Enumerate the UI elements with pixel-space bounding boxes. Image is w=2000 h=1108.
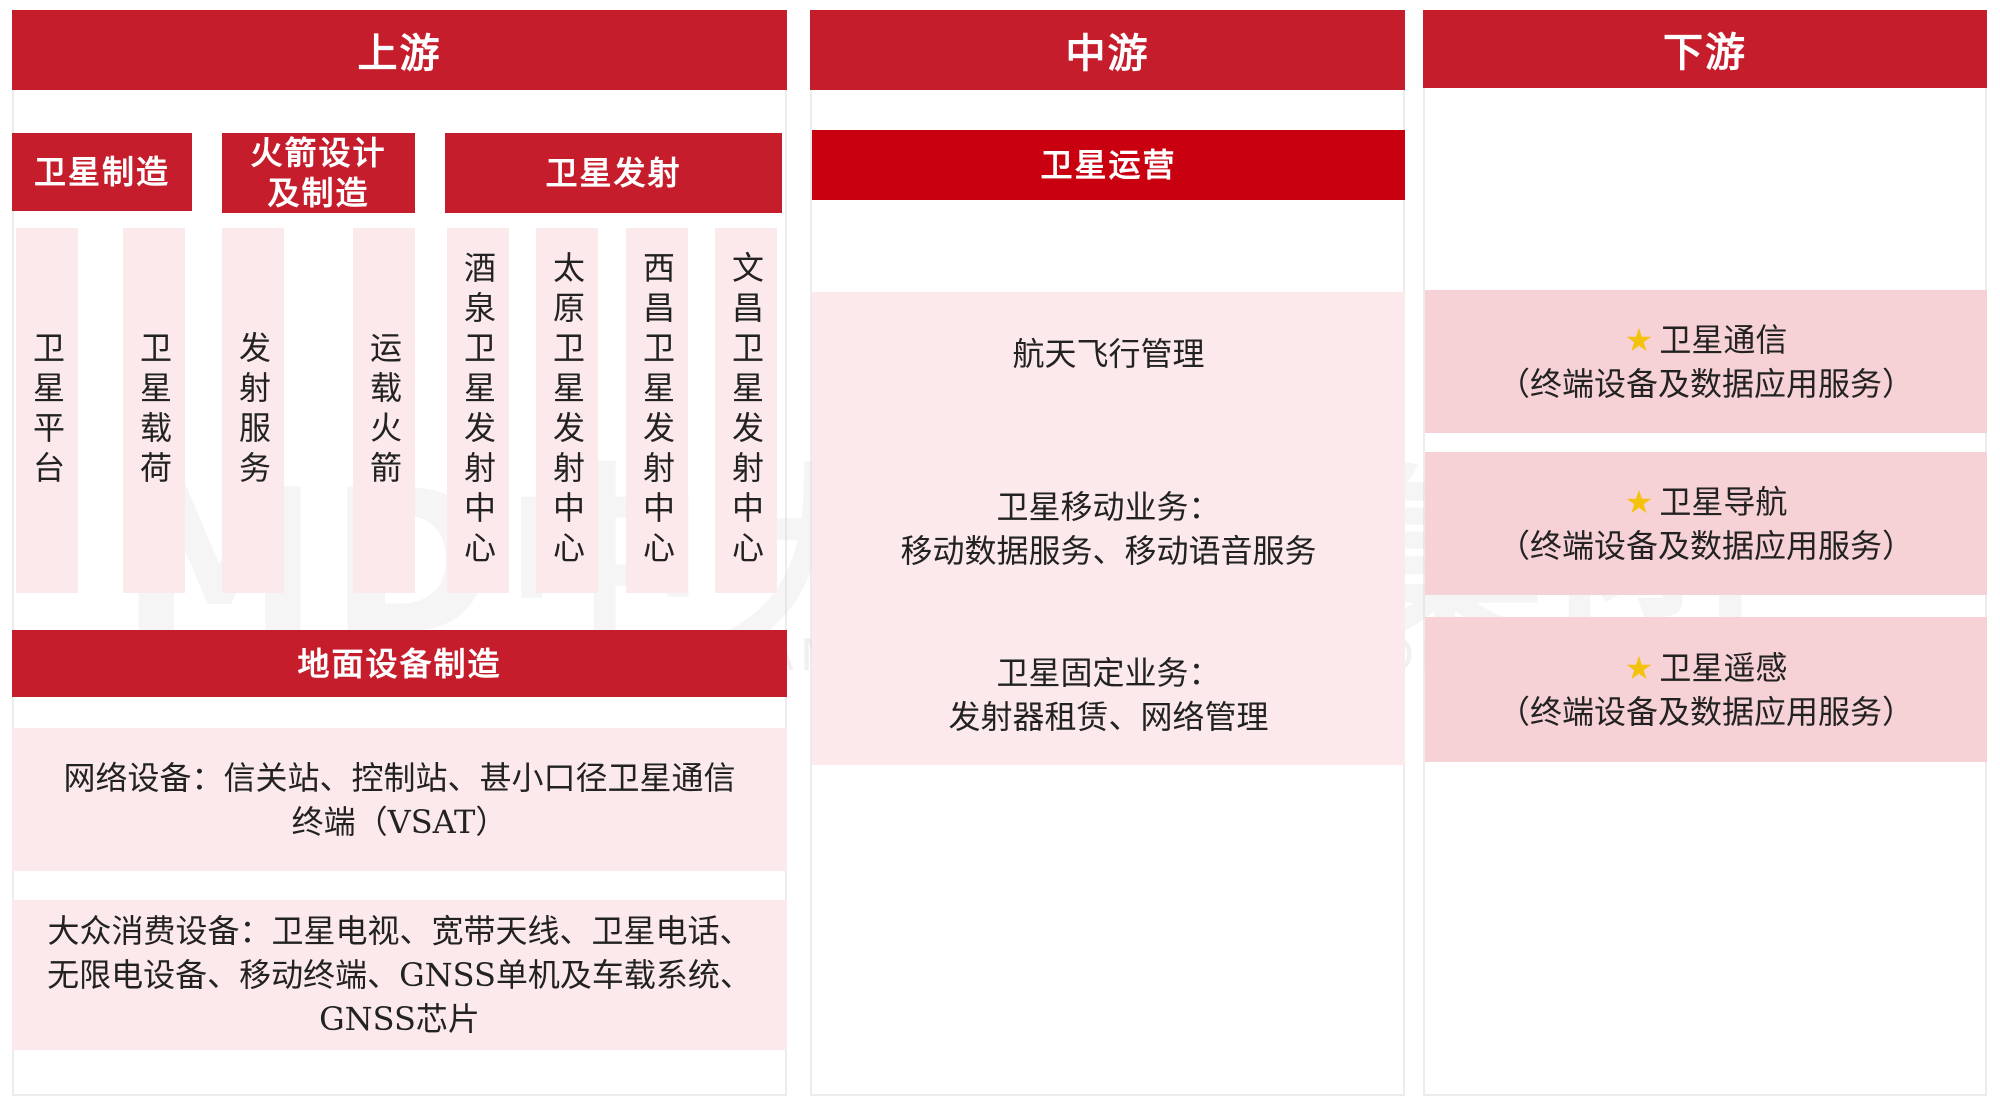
- spaceflight-management: 航天飞行管理: [812, 332, 1405, 376]
- satellite-navigation-box: ★卫星导航 （终端设备及数据应用服务）: [1425, 452, 1987, 595]
- mobile-service-line1: 卫星移动业务：: [996, 488, 1221, 526]
- item-taiyuan-launch-center: 太原卫星发射中心: [536, 228, 598, 593]
- fixed-service-line2: 发射器租赁、网络管理: [948, 698, 1269, 736]
- satellite-communication-title-row: ★卫星通信: [1625, 318, 1788, 362]
- rocket-design-header: 火箭设计 及制造: [222, 133, 415, 213]
- item-launch-service: 发射服务: [222, 228, 284, 593]
- item-launch-vehicle: 运载火箭: [353, 228, 415, 593]
- mobile-service-line2: 移动数据服务、移动语音服务: [900, 532, 1317, 570]
- consumer-equipment-text: 大众消费设备：卫星电视、宽带天线、卫星电话、无限电设备、移动终端、GNSS单机及…: [47, 912, 752, 1038]
- satellite-manufacturing-header: 卫星制造: [12, 133, 192, 211]
- mobile-service: 卫星移动业务： 移动数据服务、移动语音服务: [812, 485, 1405, 573]
- network-equipment-text: 网络设备：信关站、控制站、甚小口径卫星通信终端（VSAT）: [63, 758, 736, 841]
- ground-equipment-header: 地面设备制造: [12, 630, 787, 697]
- satellite-communication-box: ★卫星通信 （终端设备及数据应用服务）: [1425, 290, 1987, 433]
- item-label: 运载火箭: [365, 330, 403, 491]
- item-label: 发射服务: [234, 330, 272, 491]
- rocket-design-header-line2: 及制造: [267, 174, 370, 212]
- network-equipment-box: 网络设备：信关站、控制站、甚小口径卫星通信终端（VSAT）: [12, 728, 787, 871]
- item-satellite-platform: 卫星平台: [16, 228, 78, 593]
- star-icon: ★: [1624, 648, 1654, 687]
- satellite-navigation-title-row: ★卫星导航: [1625, 480, 1788, 524]
- item-jiuquan-launch-center: 酒泉卫星发射中心: [447, 228, 509, 593]
- satellite-navigation-title: 卫星导航: [1659, 482, 1788, 521]
- item-satellite-payload: 卫星载荷: [123, 228, 185, 593]
- item-label: 卫星载荷: [135, 330, 173, 491]
- item-label: 西昌卫星发射中心: [638, 250, 676, 571]
- item-label: 酒泉卫星发射中心: [459, 250, 497, 571]
- fixed-service: 卫星固定业务： 发射器租赁、网络管理: [812, 651, 1405, 739]
- satellite-launch-header: 卫星发射: [445, 133, 782, 213]
- item-label: 文昌卫星发射中心: [727, 250, 765, 571]
- midstream-operations-box: 航天飞行管理 卫星移动业务： 移动数据服务、移动语音服务 卫星固定业务： 发射器…: [812, 292, 1405, 765]
- satellite-remote-sensing-title: 卫星遥感: [1659, 648, 1788, 687]
- item-xichang-launch-center: 西昌卫星发射中心: [626, 228, 688, 593]
- upstream-header: 上游: [12, 10, 787, 90]
- star-icon: ★: [1624, 482, 1654, 521]
- downstream-header: 下游: [1423, 10, 1987, 88]
- satellite-communication-title: 卫星通信: [1659, 320, 1788, 359]
- satellite-operations-header: 卫星运营: [812, 130, 1405, 200]
- satellite-communication-subtitle: （终端设备及数据应用服务）: [1497, 364, 1914, 403]
- item-label: 太原卫星发射中心: [548, 250, 586, 571]
- star-icon: ★: [1624, 320, 1654, 359]
- item-label: 卫星平台: [28, 330, 66, 491]
- consumer-equipment-box: 大众消费设备：卫星电视、宽带天线、卫星电话、无限电设备、移动终端、GNSS单机及…: [12, 900, 787, 1050]
- fixed-service-line1: 卫星固定业务：: [996, 654, 1221, 692]
- satellite-remote-sensing-title-row: ★卫星遥感: [1625, 646, 1788, 690]
- midstream-header: 中游: [810, 10, 1405, 90]
- spaceflight-management-line1: 航天飞行管理: [1012, 335, 1205, 373]
- item-wenchang-launch-center: 文昌卫星发射中心: [715, 228, 777, 593]
- satellite-navigation-subtitle: （终端设备及数据应用服务）: [1497, 526, 1914, 565]
- satellite-remote-sensing-box: ★卫星遥感 （终端设备及数据应用服务）: [1425, 617, 1987, 762]
- satellite-remote-sensing-subtitle: （终端设备及数据应用服务）: [1497, 692, 1914, 731]
- rocket-design-header-line1: 火箭设计: [250, 134, 387, 172]
